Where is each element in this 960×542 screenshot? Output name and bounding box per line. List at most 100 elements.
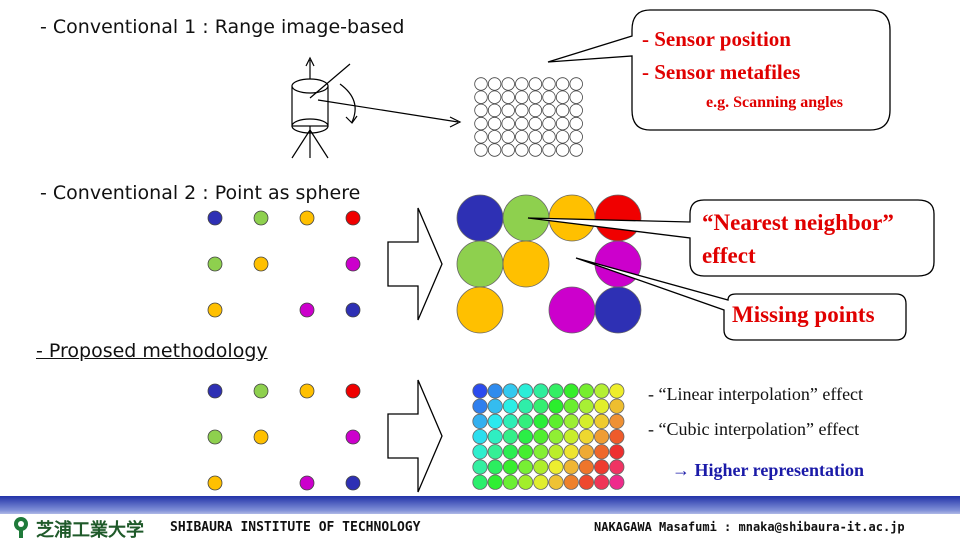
range-grid-cell [569, 116, 583, 131]
interpolated-point [517, 428, 534, 445]
interpolated-point [593, 383, 610, 399]
range-grid-cell [474, 77, 488, 91]
input-point-magenta [299, 302, 315, 318]
interpolated-point [472, 413, 488, 429]
range-grid-cell [569, 130, 583, 144]
range-grid-cell [487, 130, 502, 144]
range-grid-cell [515, 77, 529, 91]
interpolated-point [548, 413, 564, 429]
conv2-sphere-grid [456, 194, 642, 334]
range-grid-cell [569, 77, 583, 91]
interpolated-point [487, 383, 503, 399]
range-grid-cell [501, 90, 515, 104]
university-logo-text: 芝浦工業大学 [36, 520, 144, 541]
range-grid-cell [528, 90, 543, 104]
interpolated-point [548, 444, 564, 460]
range-grid-cell [542, 143, 556, 157]
interpolated-point [563, 383, 579, 399]
range-grid-cell [501, 130, 515, 144]
range-grid-cell [569, 103, 583, 118]
input-point-orange [207, 302, 223, 318]
input-point-green [253, 210, 269, 226]
range-grid-cell [555, 116, 570, 131]
range-grid-cell [501, 103, 515, 118]
range-grid-cell [474, 116, 488, 131]
range-grid-cell [542, 116, 556, 131]
range-grid-cell [487, 90, 502, 104]
interpolated-point [533, 428, 549, 445]
interpolated-point [548, 383, 564, 399]
interpolated-point [502, 383, 518, 399]
sphere-green [456, 240, 504, 288]
interpolated-point [609, 398, 625, 414]
range-scanner-icon [291, 56, 462, 159]
interpolated-point [578, 444, 595, 460]
range-grid-cell [487, 143, 502, 157]
interpolated-point [593, 474, 610, 490]
interpolated-point [593, 398, 610, 414]
proposed-methodology-title: - Proposed methodology [36, 340, 268, 362]
range-grid-cell [515, 143, 529, 157]
sphere-magenta [548, 286, 596, 334]
interpolated-point [502, 444, 518, 460]
interpolated-point [578, 398, 595, 414]
institute-name: SHIBAURA INSTITUTE OF TECHNOLOGY [170, 520, 421, 535]
range-grid-cell [487, 103, 502, 118]
input-point-red [345, 383, 361, 399]
range-grid-cell [555, 90, 570, 104]
range-grid-cell [542, 90, 556, 104]
interpolated-point [593, 413, 610, 429]
interpolated-point [472, 444, 488, 460]
range-grid-cell [474, 130, 488, 144]
sphere-orange [456, 286, 504, 334]
interpolated-point [578, 474, 595, 490]
interpolated-point [472, 383, 488, 399]
range-grid-cell [515, 103, 529, 118]
range-grid-cell [569, 143, 583, 157]
input-point-blue [345, 475, 361, 491]
range-grid-cell [515, 90, 529, 104]
range-grid-cell [542, 103, 556, 118]
input-point-orange [299, 383, 315, 399]
cubic-interpolation-note: - “Cubic interpolation” effect [648, 419, 860, 439]
sphere-red [594, 194, 642, 242]
interpolated-point [502, 428, 518, 445]
interpolated-point [533, 398, 549, 414]
conv2-arrow [387, 207, 443, 321]
range-grid-cell [501, 143, 515, 157]
sensor-callout-bubble [547, 9, 891, 131]
input-point-magenta [345, 256, 361, 272]
interpolated-point [609, 459, 625, 475]
interpolated-point [609, 383, 625, 399]
interpolated-point [563, 474, 579, 490]
higher-representation-note: → Higher representation [672, 460, 864, 480]
interpolated-point [609, 413, 625, 429]
footer-bar: 芝浦工業大学 SHIBAURA INSTITUTE OF TECHNOLOGY … [0, 514, 960, 541]
sphere-orange [548, 194, 596, 242]
interpolated-point [563, 413, 579, 429]
input-point-blue [207, 210, 223, 226]
interpolated-point [548, 474, 564, 490]
nearest-neighbor-label: “Nearest neighbor” [702, 210, 894, 235]
interpolated-point [487, 398, 503, 414]
range-grid-cell [515, 130, 529, 144]
interpolated-point [517, 474, 534, 490]
nearest-effect-label: effect [702, 243, 756, 268]
input-point-blue [345, 302, 361, 318]
range-grid-cell [555, 130, 570, 144]
interpolated-point [548, 459, 564, 475]
interpolated-point [609, 474, 625, 490]
interpolated-point [487, 428, 503, 445]
interpolated-point [487, 474, 503, 490]
range-grid-cell [542, 130, 556, 144]
input-point-green [207, 429, 223, 445]
interpolated-point [472, 428, 488, 445]
sensor-metafiles-label: - Sensor metafiles [642, 60, 801, 84]
range-grid-cell [569, 90, 583, 104]
interpolated-point [593, 428, 610, 445]
interpolated-point [533, 459, 549, 475]
input-point-orange [253, 429, 269, 445]
interpolated-point [472, 474, 488, 490]
conventional-1-title: - Conventional 1 : Range image-based [40, 16, 405, 38]
